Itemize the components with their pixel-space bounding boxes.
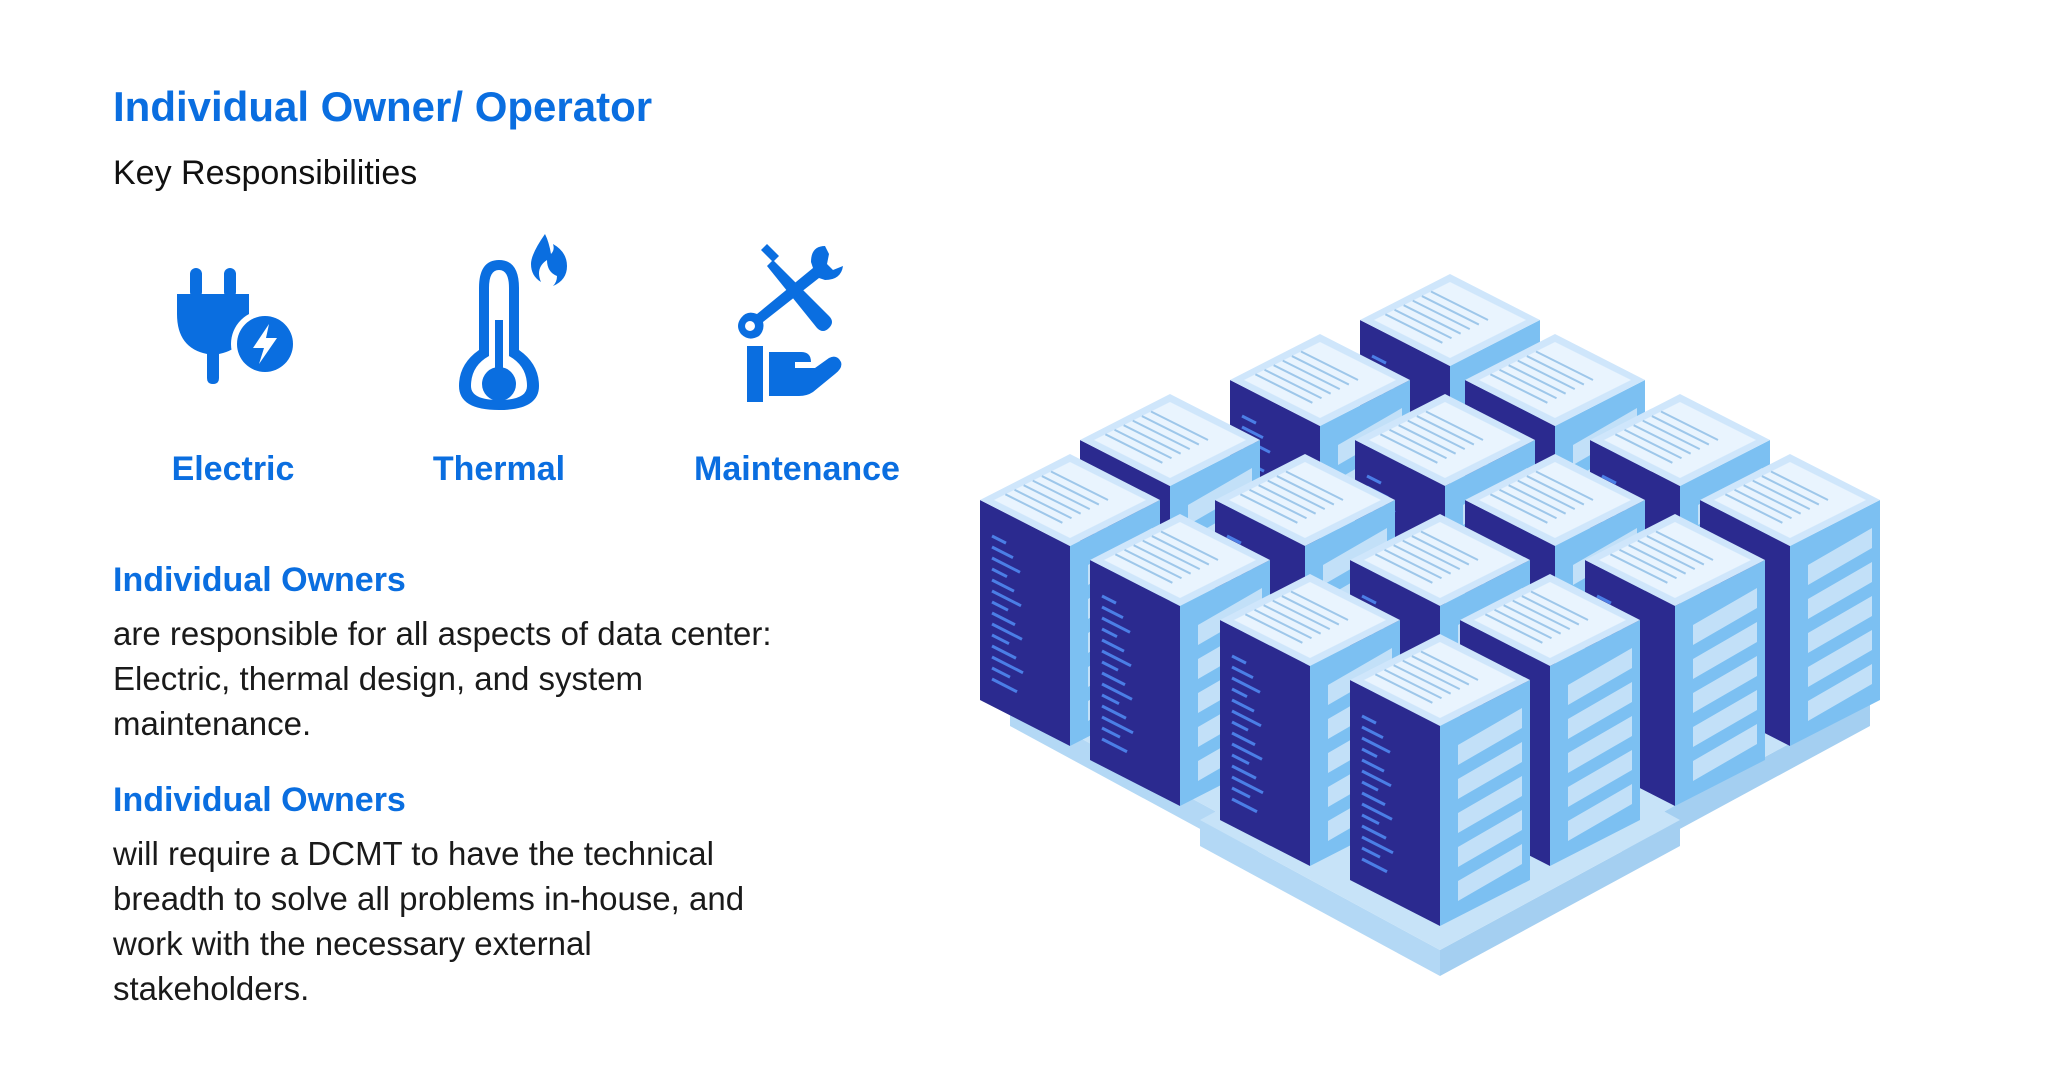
section-owners-requirement: Individual Owners will require a DCMT to…: [113, 780, 813, 1011]
thermometer-flame-icon: [459, 234, 567, 410]
page-title: Individual Owner/ Operator: [113, 83, 653, 130]
responsibility-electric-label: Electric: [171, 450, 295, 488]
responsibility-thermal-label: Thermal: [432, 450, 566, 488]
section-body: will require a DCMT to have the technica…: [113, 834, 745, 1007]
section-heading: Individual Owners: [113, 561, 406, 599]
section-body: are responsible for all aspects of data …: [113, 614, 772, 742]
responsibility-maintenance: Maintenance: [687, 244, 907, 488]
section-heading: Individual Owners: [113, 781, 406, 819]
responsibility-maintenance-label: Maintenance: [694, 450, 900, 488]
server-rack: [1350, 634, 1530, 926]
section-owners-responsibility: Individual Owners are responsible for al…: [113, 560, 813, 746]
page-subtitle: Key Responsibilities: [113, 154, 418, 192]
responsibility-thermal: Thermal: [389, 234, 609, 488]
server-racks-isometric-illustration: [980, 274, 1880, 976]
electric-plug-icon: [177, 268, 299, 384]
tools-hand-icon: [738, 244, 843, 402]
responsibility-electric: Electric: [123, 250, 343, 488]
